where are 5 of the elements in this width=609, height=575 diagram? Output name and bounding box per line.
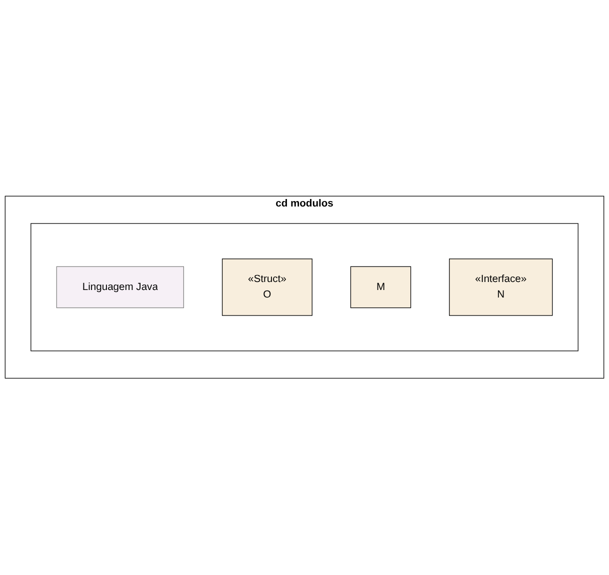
node-box: «Struct» O xyxy=(222,258,312,316)
cluster xyxy=(30,223,578,352)
node-box: M xyxy=(350,266,412,308)
node-box: «Interface» N xyxy=(449,258,553,316)
node-box: Linguagem Java xyxy=(56,266,184,308)
